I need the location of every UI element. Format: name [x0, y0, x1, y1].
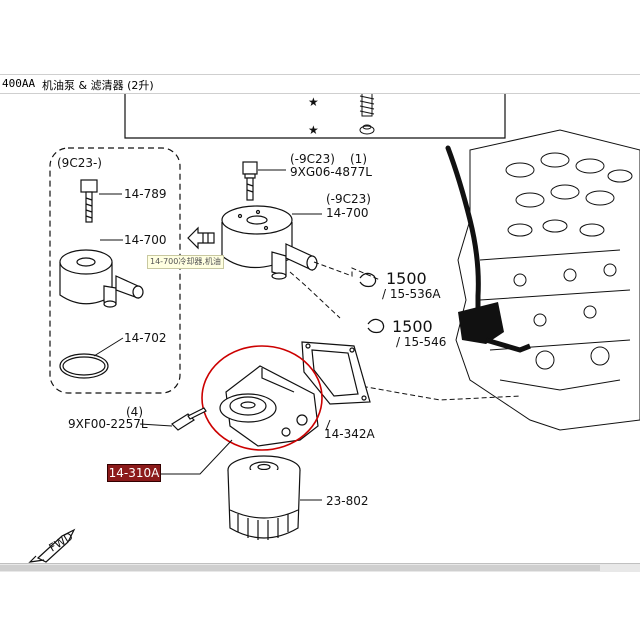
gasket-icon: [301, 341, 371, 405]
bolt-top-part: 9XG06-4877L: [290, 165, 372, 179]
diagram-title: 机油泵 & 滤清器 (2升): [42, 79, 154, 92]
inset-title: (9C23-): [57, 156, 102, 170]
cooler-note: (-9C23): [326, 192, 371, 206]
horizontal-scrollbar[interactable]: [0, 563, 640, 572]
filter-adapter-icon: [219, 365, 319, 447]
bolt-left-part: 9XF00-2257L: [68, 417, 148, 431]
oil-pump-highlight-icon: [458, 302, 531, 353]
part-tooltip: 14-700冷却器,机油: [147, 255, 224, 269]
star-icon: ★: [308, 95, 319, 109]
gasket-part: 14-342A: [324, 427, 376, 441]
bolt-icon: [80, 179, 98, 223]
diagram-header-bar: 400AA 机油泵 & 滤清器 (2升): [0, 74, 640, 94]
hose-clamp-icon: [359, 272, 385, 334]
diagram-code: 400AA: [2, 77, 36, 90]
bolt-top-qty: (1): [350, 152, 367, 166]
cooler-part: 14-700: [326, 206, 369, 220]
inset-frame: [49, 147, 181, 394]
scrollbar-thumb[interactable]: [0, 565, 600, 571]
bolt-top-note: (-9C23): [290, 152, 335, 166]
inset-label-cooler: 14-700: [124, 233, 167, 247]
selected-part-badge[interactable]: 14-310A: [107, 464, 161, 482]
oil-cooler-icon: [59, 249, 144, 308]
hose2-part: / 15-546: [396, 335, 446, 349]
star-icon: ★: [308, 123, 319, 137]
bolt-icon: [171, 407, 207, 431]
selected-leader-line: [160, 439, 233, 475]
filter-part: 23-802: [326, 494, 369, 508]
oil-filter-icon: [227, 455, 301, 540]
dipstick-tube-icon: [445, 145, 481, 315]
hose-leader-lines: [289, 261, 381, 319]
fwd-arrow-icon: [28, 528, 76, 563]
screw-icon: [359, 91, 375, 135]
top-callout-box: [124, 90, 506, 139]
inset-label-oring: 14-702: [124, 331, 167, 345]
main-oil-cooler-icon: [221, 205, 318, 280]
hose1-num: 1500: [386, 269, 427, 288]
selection-highlight-circle: [201, 345, 323, 451]
block-leader-line: [354, 384, 521, 401]
o-ring-icon: [59, 353, 109, 379]
bolt-left-qty: (4): [126, 405, 143, 419]
hose2-num: 1500: [392, 317, 433, 336]
arrow-left-icon: [187, 226, 215, 250]
bolt-icon: [242, 161, 258, 201]
inset-label-bolt: 14-789: [124, 187, 167, 201]
hose1-part: / 15-536A: [382, 287, 441, 301]
engine-block-icon: [455, 129, 640, 431]
fwd-label: FWD: [47, 530, 76, 555]
